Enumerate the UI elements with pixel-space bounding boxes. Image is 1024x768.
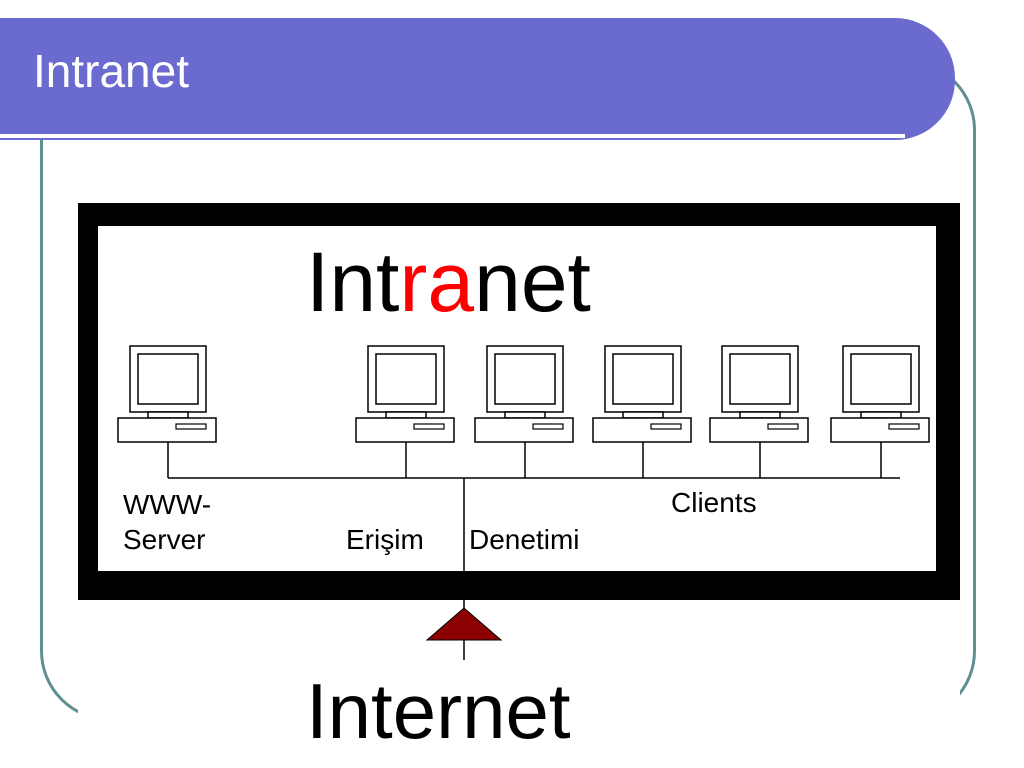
heading-part-1: Int [306,235,400,329]
diagram-canvas: Intranet WWW- Server Erişim Denetimi Cli… [98,226,936,571]
intranet-heading: Intranet [306,240,591,324]
slide-title: Intranet [33,45,189,97]
www-server-label-line2: Server [123,524,206,555]
internet-connector [425,600,503,660]
client-computer-icon [474,345,574,478]
network-lines [168,477,900,571]
computers-group [117,345,930,478]
www-server-label-line1: WWW- [123,489,212,520]
server-computer-icon [117,345,217,478]
denetimi-label: Denetimi [469,524,580,555]
heading-part-3: net [474,235,591,329]
client-computer-icon [830,345,930,478]
erisim-label: Erişim [346,524,424,555]
internet-area: Internet [78,600,960,768]
network-diagram [117,345,930,571]
client-computer-icon [355,345,455,478]
clients-label: Clients [671,487,757,518]
internet-label: Internet [306,667,571,755]
title-underline [0,134,905,138]
client-computer-icon [709,345,809,478]
heading-part-highlight: ra [399,235,475,329]
title-bar [0,18,955,140]
arrow-up-icon [425,607,503,641]
diagram-frame: Intranet WWW- Server Erişim Denetimi Cli… [78,203,960,600]
client-computer-icon [592,345,692,478]
